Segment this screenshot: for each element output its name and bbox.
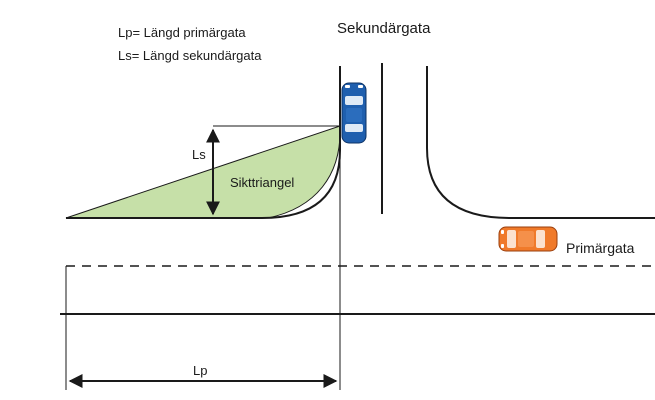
sight-triangle-area	[65, 125, 341, 219]
primary-street-label: Primärgata	[566, 240, 635, 256]
legend-ls: Ls= Längd sekundärgata	[118, 48, 262, 63]
primary-car-icon	[498, 226, 558, 252]
legend-lp: Lp= Längd primärgata	[118, 25, 246, 40]
secondary-street-label: Sekundärgata	[337, 20, 431, 37]
secondary-car-icon	[341, 82, 367, 144]
ls-label: Ls	[192, 147, 206, 162]
sight-triangle-label: Sikttriangel	[230, 175, 295, 190]
lp-label: Lp	[193, 363, 208, 378]
primary-road-top-edge-right	[426, 66, 655, 219]
